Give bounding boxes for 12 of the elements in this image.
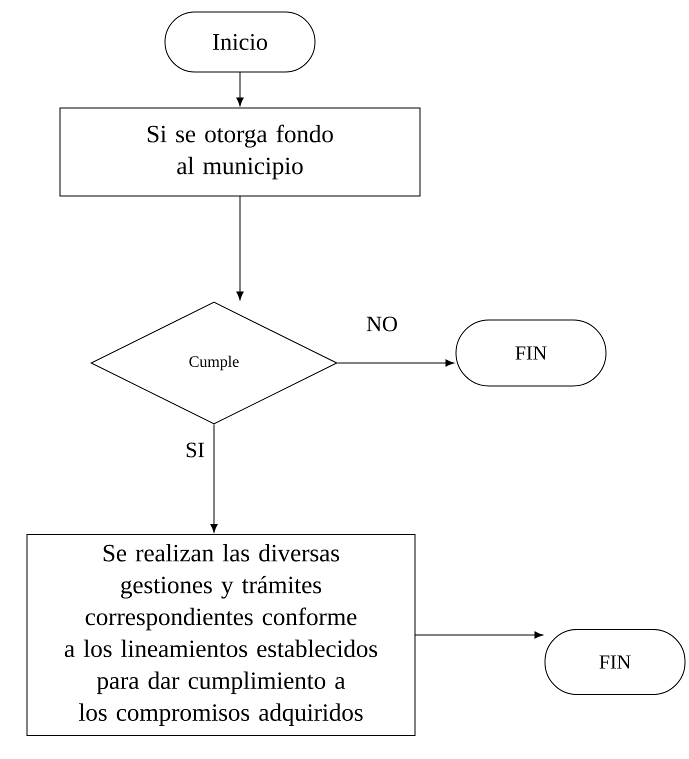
arrow <box>236 196 244 300</box>
process-box: Si se otorga fondo al municipio <box>60 108 420 196</box>
process-box: Se realizan las diversas gestiones y trámites correspondientes conforme a los lineamientos establecidos para dar cumplimiento a los compromisos adquiridos <box>26 534 416 736</box>
arrow <box>236 72 244 106</box>
arrow <box>210 424 218 533</box>
arrow <box>415 631 544 639</box>
terminal-box: FIN <box>544 629 686 695</box>
terminal-box: Inicio <box>164 12 316 72</box>
edge-label: SI <box>184 442 206 458</box>
arrow <box>337 359 454 367</box>
edge-label: NO <box>365 316 399 332</box>
terminal-box: FIN <box>456 320 606 386</box>
